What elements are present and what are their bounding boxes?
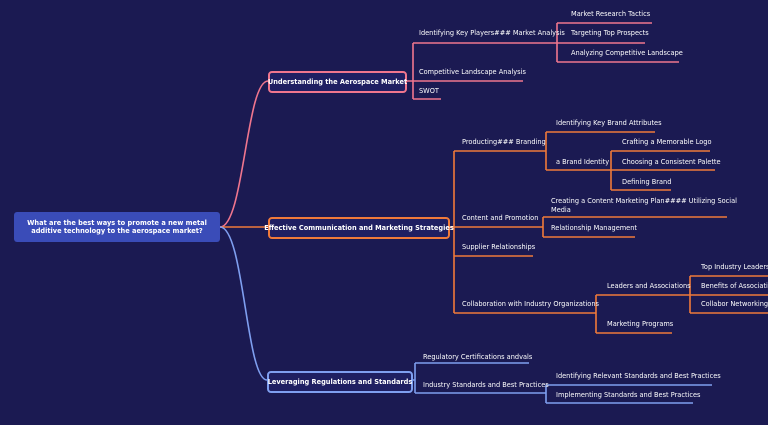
relationship-management-node[interactable]: Relationship Management <box>551 224 638 232</box>
leaders-associations-node[interactable]: Leaders and Associations <box>607 282 691 290</box>
consistent-palette-node[interactable]: Choosing a Consistent Palette <box>622 158 721 166</box>
supplier-relationships-node[interactable]: Supplier Relationships <box>462 243 536 251</box>
key-players-node[interactable]: Identifying Key Players### Market Analys… <box>419 29 565 37</box>
brand-identity-node[interactable]: a Brand Identity <box>556 158 610 166</box>
benefits-association-node[interactable]: Benefits of Associatio <box>701 282 768 290</box>
root-to-regulations-link <box>219 226 268 381</box>
content-promotion-node[interactable]: Content and Promotion <box>462 214 539 222</box>
analyzing-landscape-node[interactable]: Analyzing Competitive Landscape <box>571 49 683 57</box>
marketing-programs-node[interactable]: Marketing Programs <box>607 320 674 328</box>
defining-brand-node[interactable]: Defining Brand <box>622 178 672 186</box>
collabor-networking-node[interactable]: Collabor Networking <box>701 300 768 308</box>
regulatory-certifications-node[interactable]: Regulatory Certifications andvals <box>423 353 533 361</box>
research-tactics-node[interactable]: Market Research Tactics <box>571 10 651 18</box>
memorable-logo-node[interactable]: Crafting a Memorable Logo <box>622 138 712 146</box>
implementing-standards-node[interactable]: Implementing Standards and Best Practice… <box>556 391 701 399</box>
content-plan-line-2: Media <box>551 206 571 214</box>
competitive-analysis-node[interactable]: Competitive Landscape Analysis <box>419 68 526 76</box>
brand-attributes-node[interactable]: Identifying Key Brand Attributes <box>556 119 662 127</box>
market-branch-node[interactable]: Understanding the Aerospace Market <box>268 71 407 93</box>
identifying-standards-node[interactable]: Identifying Relevant Standards and Best … <box>556 372 721 380</box>
regulations-branch-node[interactable]: Leveraging Regulations and Standards <box>267 371 413 393</box>
targeting-prospects-node[interactable]: Targeting Top Prospects <box>571 29 649 37</box>
root-question-node[interactable]: What are the best ways to promote a new … <box>14 212 220 242</box>
communication-branch-node[interactable]: Effective Communication and Marketing St… <box>264 217 454 239</box>
producting-branding-node[interactable]: Producting### Branding <box>462 138 546 146</box>
root-to-market-link <box>219 80 269 228</box>
top-industry-leaders-node[interactable]: Top Industry Leaders <box>701 263 768 271</box>
swot-node[interactable]: SWOT <box>419 87 439 95</box>
collaboration-node[interactable]: Collaboration with Industry Organization… <box>462 300 599 308</box>
content-plan-node[interactable]: Creating a Content Marketing Plan#### Ut… <box>551 197 737 215</box>
industry-standards-node[interactable]: Industry Standards and Best Practices <box>423 381 549 389</box>
content-plan-line-1: Creating a Content Marketing Plan#### Ut… <box>551 197 737 205</box>
